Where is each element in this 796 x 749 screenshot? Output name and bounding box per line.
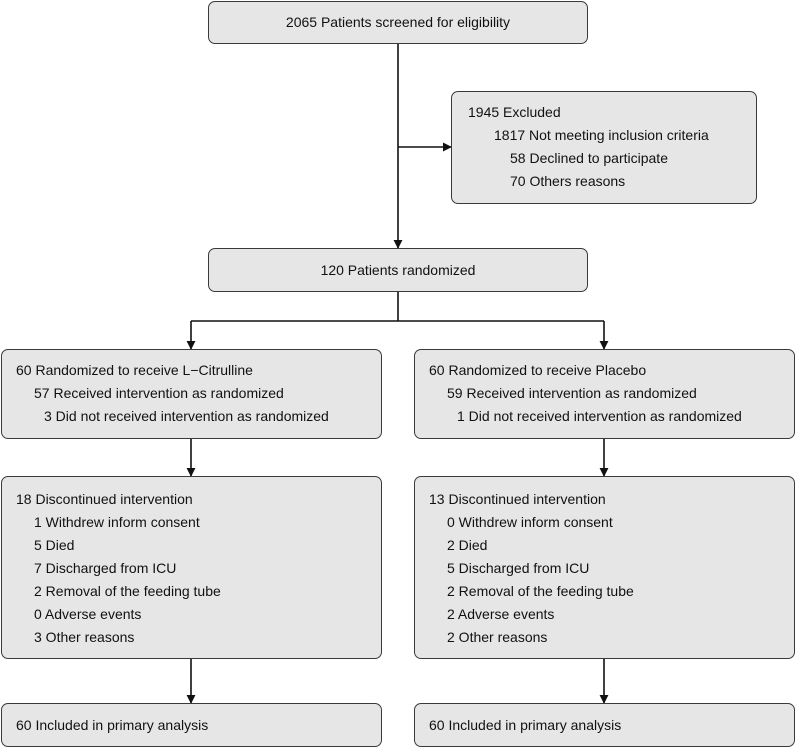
discontinued-item: 0 Withdrew inform consent	[447, 514, 613, 530]
discontinued-box-placebo: 13 Discontinued intervention 0 Withdrew …	[414, 476, 795, 659]
allocation-item: 1 Did not received intervention as rando…	[457, 408, 742, 424]
discontinued-title: 13 Discontinued intervention	[429, 491, 606, 507]
discontinued-item: 1 Withdrew inform consent	[34, 514, 200, 530]
analysis-text: 60 Included in primary analysis	[16, 717, 209, 733]
discontinued-box-l-citrulline: 18 Discontinued intervention 1 Withdrew …	[1, 476, 382, 659]
discontinued-item: 2 Removal of the feeding tube	[34, 583, 221, 599]
randomized-text: 120 Patients randomized	[320, 262, 476, 278]
discontinued-item: 2 Other reasons	[447, 629, 548, 645]
excluded-item: 58 Declined to participate	[510, 150, 668, 166]
discontinued-title: 18 Discontinued intervention	[16, 491, 193, 507]
screening-text: 2065 Patients screened for eligibility	[285, 14, 511, 30]
discontinued-item: 0 Adverse events	[34, 606, 142, 622]
allocation-item: 3 Did not received intervention as rando…	[44, 408, 329, 424]
randomized-box: 120 Patients randomized	[208, 248, 588, 292]
discontinued-item: 7 Discharged from ICU	[34, 560, 177, 576]
discontinued-item: 5 Discharged from ICU	[447, 560, 590, 576]
allocation-box-placebo: 60 Randomized to receive Placebo 59 Rece…	[414, 349, 795, 439]
discontinued-item: 2 Adverse events	[447, 606, 555, 622]
discontinued-item: 5 Died	[34, 537, 75, 553]
discontinued-item: 2 Died	[447, 537, 488, 553]
analysis-box-l-citrulline: 60 Included in primary analysis	[1, 703, 382, 747]
excluded-title: 1945 Excluded	[468, 104, 561, 120]
allocation-title: 60 Randomized to receive Placebo	[429, 362, 647, 378]
analysis-text: 60 Included in primary analysis	[429, 717, 622, 733]
discontinued-item: 2 Removal of the feeding tube	[447, 583, 634, 599]
screening-box: 2065 Patients screened for eligibility	[208, 1, 588, 44]
allocation-title: 60 Randomized to receive L−Citrulline	[16, 362, 253, 378]
excluded-item: 70 Others reasons	[510, 173, 626, 189]
analysis-box-placebo: 60 Included in primary analysis	[414, 703, 795, 747]
allocation-item: 59 Received intervention as randomized	[447, 385, 697, 401]
discontinued-item: 3 Other reasons	[34, 629, 135, 645]
allocation-box-l-citrulline: 60 Randomized to receive L−Citrulline 57…	[1, 349, 382, 439]
excluded-item: 1817 Not meeting inclusion criteria	[494, 127, 709, 143]
excluded-box: 1945 Excluded 1817 Not meeting inclusion…	[451, 91, 757, 204]
allocation-item: 57 Received intervention as randomized	[34, 385, 284, 401]
